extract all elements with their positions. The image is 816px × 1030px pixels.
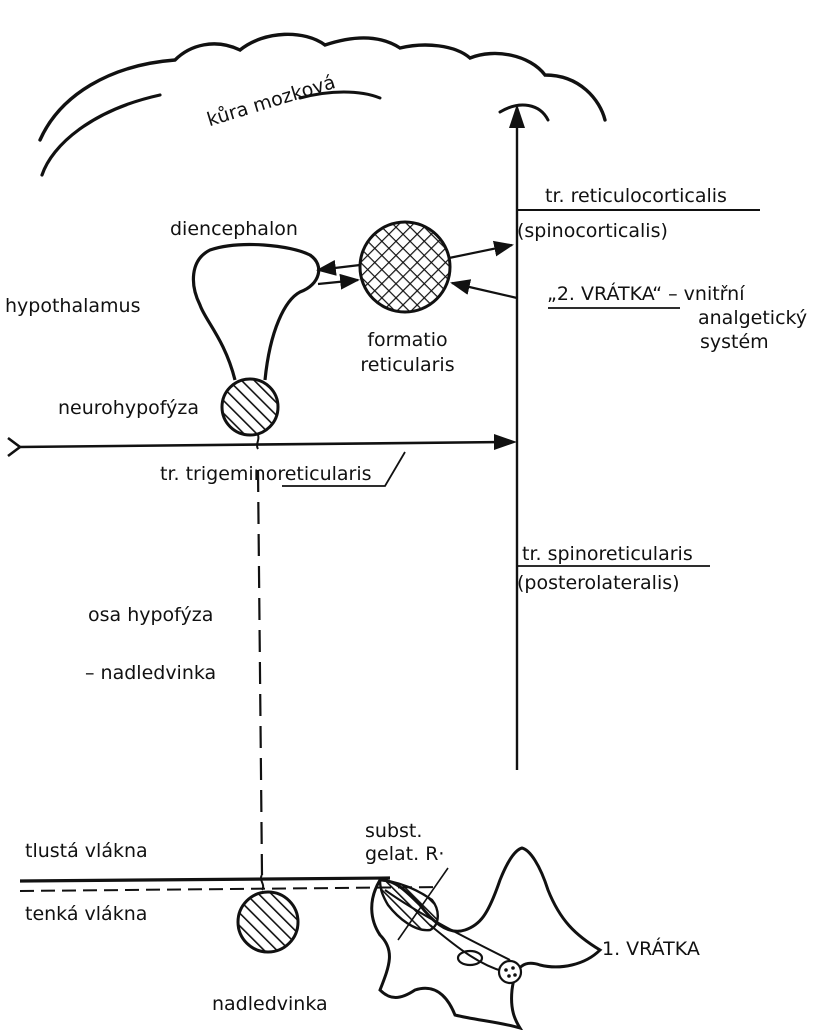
adrenal-circle xyxy=(238,892,298,952)
label-spinocorticalis: (spinocorticalis) xyxy=(517,222,668,241)
thick-fiber-line xyxy=(20,878,390,881)
axis-stalk xyxy=(257,435,258,449)
arrow-to-formatio xyxy=(318,280,358,284)
arrow-to-diencephalon xyxy=(318,265,360,270)
nucleus-dot xyxy=(507,974,511,978)
label-tr-spinoreticularis: tr. spinoreticularis xyxy=(522,545,693,564)
label-gelat: gelat. R· xyxy=(365,845,444,864)
label-tr-trigeminoreticularis: tr. trigeminoreticularis xyxy=(160,465,372,484)
label-axis-line1: osa hypofýza xyxy=(88,606,213,625)
label-gate2-system: systém xyxy=(700,333,769,352)
label-gate2-analgesic: analgetický xyxy=(698,309,807,328)
formatio-reticularis-circle xyxy=(360,222,450,312)
label-thin-fibers: tenká vlákna xyxy=(25,905,147,924)
nucleus-dot xyxy=(504,968,508,972)
axis-dashed-line xyxy=(258,470,262,875)
spinal-cord-outline xyxy=(372,848,600,1028)
nucleus-dot xyxy=(511,966,515,970)
label-formatio: formatio xyxy=(355,331,460,350)
label-thick-fibers: tlustá vlákna xyxy=(25,842,148,861)
trigeminoreticular-tract xyxy=(18,442,505,447)
label-gate2: „2. VRÁTKA“ – vnitřní xyxy=(547,285,744,304)
label-posterolateralis: (posterolateralis) xyxy=(517,574,680,593)
label-hypothalamus: hypothalamus xyxy=(5,297,140,316)
label-subst: subst. xyxy=(365,822,422,841)
tract-origin-nucleus xyxy=(499,961,521,983)
neurohypophysis-circle xyxy=(222,379,278,435)
label-axis-line2: – nadledvinka xyxy=(85,664,216,683)
label-gate1: 1. VRÁTKA xyxy=(602,940,700,959)
arrow-formatio-to-pathway xyxy=(449,245,512,258)
cortex-inner-right xyxy=(500,105,548,120)
label-adrenal: nadledvinka xyxy=(212,995,328,1014)
hypothalamus-outline xyxy=(193,245,318,380)
label-reticularis: reticularis xyxy=(350,356,465,375)
label-neurohypophysis: neurohypofýza xyxy=(58,399,199,418)
central-canal xyxy=(458,951,482,965)
label-diencephalon: diencephalon xyxy=(170,220,298,239)
cortex-inner-left xyxy=(42,95,160,175)
label-tr-reticulocorticalis: tr. reticulocorticalis xyxy=(545,187,727,206)
trigeminoreticular-arrowhead xyxy=(494,434,517,450)
nucleus-dot xyxy=(513,973,517,977)
arrow-gate2-to-formatio xyxy=(452,283,517,298)
